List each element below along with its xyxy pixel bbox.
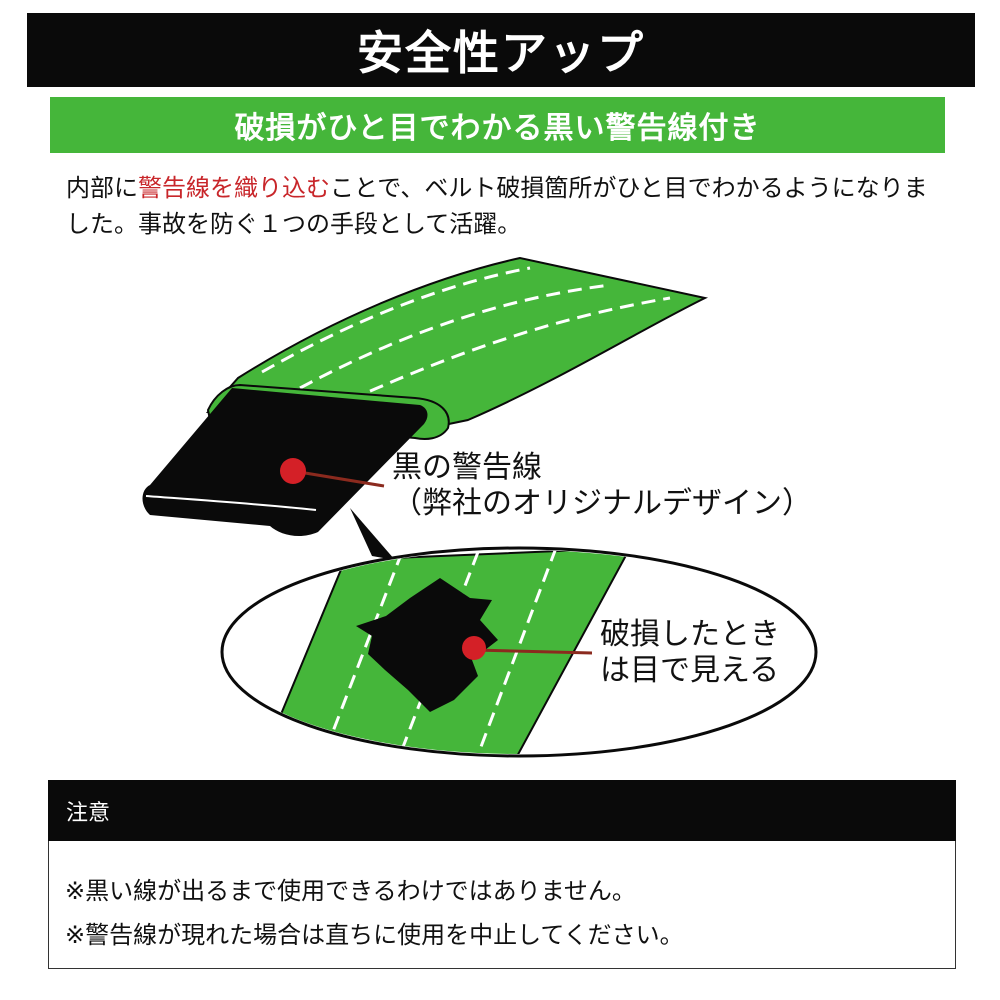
- callout-damage-line1: 破損したとき: [600, 617, 780, 652]
- damage-hole: [356, 578, 498, 712]
- callout-black-line: 黒の警告線 （弊社のオリジナルデザイン）: [392, 450, 812, 522]
- leader-line-damage: [473, 648, 593, 655]
- notice-body: ※黒い線が出るまで使用できるわけではありません。 ※警告線が現れた場合は直ちに使…: [48, 841, 956, 969]
- page-title: 安全性アップ: [27, 13, 975, 87]
- belt-body: [205, 256, 709, 432]
- zoom-dash-line-3: [474, 550, 558, 754]
- belt-illustration: [142, 256, 818, 758]
- zoom-dash-line-1: [320, 551, 404, 754]
- description-part1: 内部に: [66, 174, 138, 202]
- description-text: 内部に警告線を織り込むことで、ベルト破損箇所がひと目でわかるようになりました。事…: [66, 170, 946, 242]
- marker-dot-damage: [462, 636, 486, 660]
- belt-dash-line-2: [299, 283, 611, 390]
- belt-dash-line-1: [261, 266, 531, 374]
- description-highlight: 警告線を織り込む: [138, 174, 330, 202]
- description-part2: ことで、ベルト破損箇所がひと目でわかるようになりました。事故を防ぐ１つの手段とし…: [66, 174, 928, 238]
- callout-black-title: 黒の警告線: [392, 450, 542, 485]
- subtitle-banner: 破損がひと目でわかる黒い警告線付き: [50, 97, 945, 153]
- core-edge-highlight: [145, 495, 317, 511]
- notice-line-2: ※警告線が現れた場合は直ちに使用を中止してください。: [65, 921, 684, 949]
- callout-damage-line2: は目で見える: [600, 653, 780, 688]
- callout-black-subtitle: （弊社のオリジナルデザイン）: [392, 486, 812, 521]
- leader-line-black: [292, 469, 385, 488]
- marker-dot-black: [280, 458, 306, 484]
- callout-damage: 破損したとき は目で見える: [600, 617, 780, 689]
- zoom-bubble-pointer: [350, 508, 395, 560]
- belt-dash-line-3: [349, 296, 671, 402]
- notice-header: 注意: [48, 780, 956, 841]
- notice-line-1: ※黒い線が出るまで使用できるわけではありません。: [65, 877, 636, 905]
